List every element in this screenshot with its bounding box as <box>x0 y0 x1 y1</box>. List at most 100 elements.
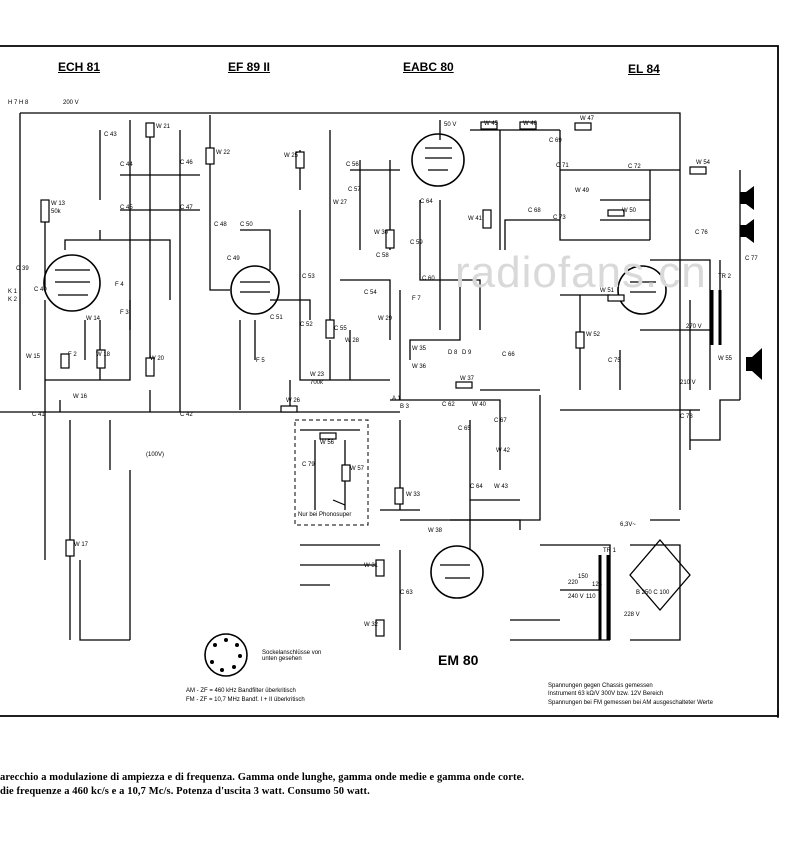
label-c42: C 42 <box>180 412 193 418</box>
tube-el84-envelope <box>617 265 667 315</box>
speaker-tweeter-2 <box>740 225 746 237</box>
label-tr2: TR 2 <box>718 274 732 280</box>
label-w22: W 22 <box>216 150 231 156</box>
label-c53: C 53 <box>302 274 315 280</box>
label-v240: 240 V <box>568 594 584 600</box>
label-w45: W 45 <box>484 121 499 127</box>
label-v210: 210 V <box>680 380 696 386</box>
label-v270: 270 V <box>686 324 702 330</box>
label-fm-if: FM - ZF = 10,7 MHz Bandf. I + II überkri… <box>186 697 305 703</box>
speaker-tweeter-1 <box>740 192 746 204</box>
label-f4: F 4 <box>115 282 124 288</box>
label-c77: C 77 <box>745 256 758 262</box>
label-c56: C 56 <box>346 162 359 168</box>
label-w28: W 28 <box>345 338 360 344</box>
label-w17: W 17 <box>74 542 89 548</box>
label-w36: W 36 <box>412 364 427 370</box>
label-w30: W 30 <box>374 230 389 236</box>
label-c78: C 78 <box>680 414 693 420</box>
label-c69: C 69 <box>549 138 562 144</box>
label-c64b: C 64 <box>470 484 483 490</box>
label-c48: C 48 <box>214 222 227 228</box>
label-c39: C 39 <box>16 266 29 272</box>
label-w47: W 47 <box>580 116 595 122</box>
tube-ef89-envelope <box>230 265 280 315</box>
label-w56: W 56 <box>320 440 335 446</box>
label-c47: C 47 <box>180 205 193 211</box>
label-c59: C 59 <box>410 240 423 246</box>
label-w23: W 23 <box>310 372 325 378</box>
label-pins: H 7 H 8 <box>8 100 29 106</box>
label-c46: C 46 <box>180 160 193 166</box>
label-w27: W 27 <box>333 200 348 206</box>
label-c52: C 52 <box>300 322 313 328</box>
mains-transformer-core <box>598 555 610 640</box>
label-c67: C 67 <box>494 418 507 424</box>
label-w33: W 33 <box>406 492 421 498</box>
tube-em80-envelope <box>430 545 484 599</box>
label-c60: C 60 <box>422 276 435 282</box>
label-w18: W 18 <box>96 352 111 358</box>
label-v50: 50 V <box>444 122 457 128</box>
label-k2: K 2 <box>8 297 18 303</box>
label-w32: W 32 <box>364 622 379 628</box>
label-c68: C 68 <box>528 208 541 214</box>
label-c250: B 250 C 100 <box>636 590 670 596</box>
label-c51: C 51 <box>270 315 283 321</box>
tube-em80-title: EM 80 <box>438 652 479 668</box>
label-v220: 220 <box>568 580 579 586</box>
speaker-main <box>746 357 752 371</box>
label-c73: C 73 <box>553 215 566 221</box>
caption-line-1: arecchio a modulazione di ampiezza e di … <box>0 772 525 783</box>
label-f7: F 7 <box>412 296 421 302</box>
label-v200: 200 V <box>63 100 79 106</box>
label-c64: C 64 <box>420 199 433 205</box>
label-c43: C 43 <box>104 132 117 138</box>
label-d9: D 9 <box>462 350 472 356</box>
label-c72: C 72 <box>628 164 641 170</box>
label-d8: D 8 <box>448 350 458 356</box>
label-r700k: 700k <box>310 380 324 386</box>
label-v110: 110 <box>586 594 596 600</box>
label-c58: C 58 <box>376 253 389 259</box>
label-c66: C 66 <box>502 352 515 358</box>
tube-eabc80-title: EABC 80 <box>403 60 454 74</box>
label-c54: C 54 <box>364 290 377 296</box>
label-w35: W 35 <box>412 346 427 352</box>
label-c65: C 65 <box>458 426 471 432</box>
label-w21: W 21 <box>156 124 171 130</box>
label-w37: W 37 <box>460 376 475 382</box>
label-v228: 228 V <box>624 612 640 618</box>
label-w52: W 52 <box>586 332 601 338</box>
label-w16: W 16 <box>73 394 88 400</box>
label-w54: W 54 <box>696 160 711 166</box>
label-tr1: TR 1 <box>603 548 617 554</box>
frame-top <box>0 45 779 717</box>
label-a1: A 1 <box>392 396 401 402</box>
label-am-if: AM - ZF = 460 kHz Bandfilter überkritisc… <box>186 688 296 694</box>
label-f3: F 3 <box>120 310 129 316</box>
label-c50: C 50 <box>240 222 253 228</box>
label-c75: C 75 <box>608 358 621 364</box>
label-w46: W 46 <box>523 121 538 127</box>
label-c55: C 55 <box>334 326 347 332</box>
label-w38: W 38 <box>428 528 443 534</box>
label-w55: W 55 <box>718 356 733 362</box>
tube-ech81-envelope <box>43 254 101 312</box>
label-w40: W 40 <box>472 402 487 408</box>
label-c45: C 45 <box>120 205 133 211</box>
output-transformer-core <box>710 290 722 345</box>
label-w15: W 15 <box>26 354 41 360</box>
label-w49: W 49 <box>575 188 590 194</box>
label-b3: B 3 <box>400 404 410 410</box>
label-w50: W 50 <box>622 208 637 214</box>
bridge-rectifier <box>629 539 691 611</box>
label-w57: W 57 <box>350 466 365 472</box>
b-plus-rail <box>20 112 681 510</box>
label-w25: W 25 <box>284 153 299 159</box>
label-v125: 125 <box>592 582 603 588</box>
label-c79: C 79 <box>302 462 315 468</box>
caption-line-2: die frequenze a 460 kc/s e a 10,7 Mc/s. … <box>0 786 370 797</box>
label-volt-note-1: Spannungen gegen Chassis gemessen <box>548 683 653 689</box>
